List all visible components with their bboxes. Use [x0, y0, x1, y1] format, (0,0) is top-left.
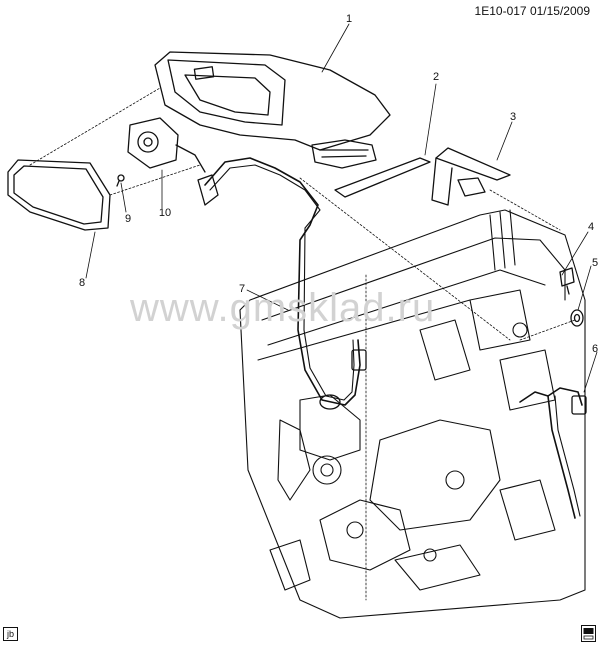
assembly-lines — [29, 87, 576, 601]
callout-9: 9 — [125, 213, 131, 225]
diagram-date: 01/15/2009 — [529, 4, 590, 18]
fastener-clip — [570, 309, 584, 327]
callout-7: 7 — [239, 283, 245, 295]
callout-8: 8 — [79, 277, 85, 289]
leader-lines — [85, 23, 598, 393]
door-wiring-harness — [519, 387, 587, 519]
callout-10: 10 — [159, 207, 171, 219]
corner-bracket — [431, 147, 511, 206]
screw — [116, 174, 125, 187]
callout-2: 2 — [433, 71, 439, 83]
callout-6: 6 — [592, 343, 598, 355]
trim-strip — [334, 157, 431, 198]
mirror-actuator — [127, 117, 206, 173]
door-panel — [239, 209, 586, 619]
callout-4: 4 — [588, 221, 594, 233]
fastener-bolt — [559, 267, 575, 295]
mirror-housing — [154, 51, 391, 169]
vehicle-badge-icon — [581, 625, 596, 642]
diagram-header: 1E10-017 01/15/2009 — [475, 4, 590, 18]
callout-5: 5 — [592, 257, 598, 269]
mirror-glass — [7, 159, 111, 231]
callout-1: 1 — [346, 13, 352, 25]
callout-3: 3 — [510, 111, 516, 123]
mirror-wiring-harness — [197, 157, 367, 410]
diagram-code: 1E10-017 — [474, 4, 527, 18]
corner-tag: jb — [3, 627, 19, 641]
